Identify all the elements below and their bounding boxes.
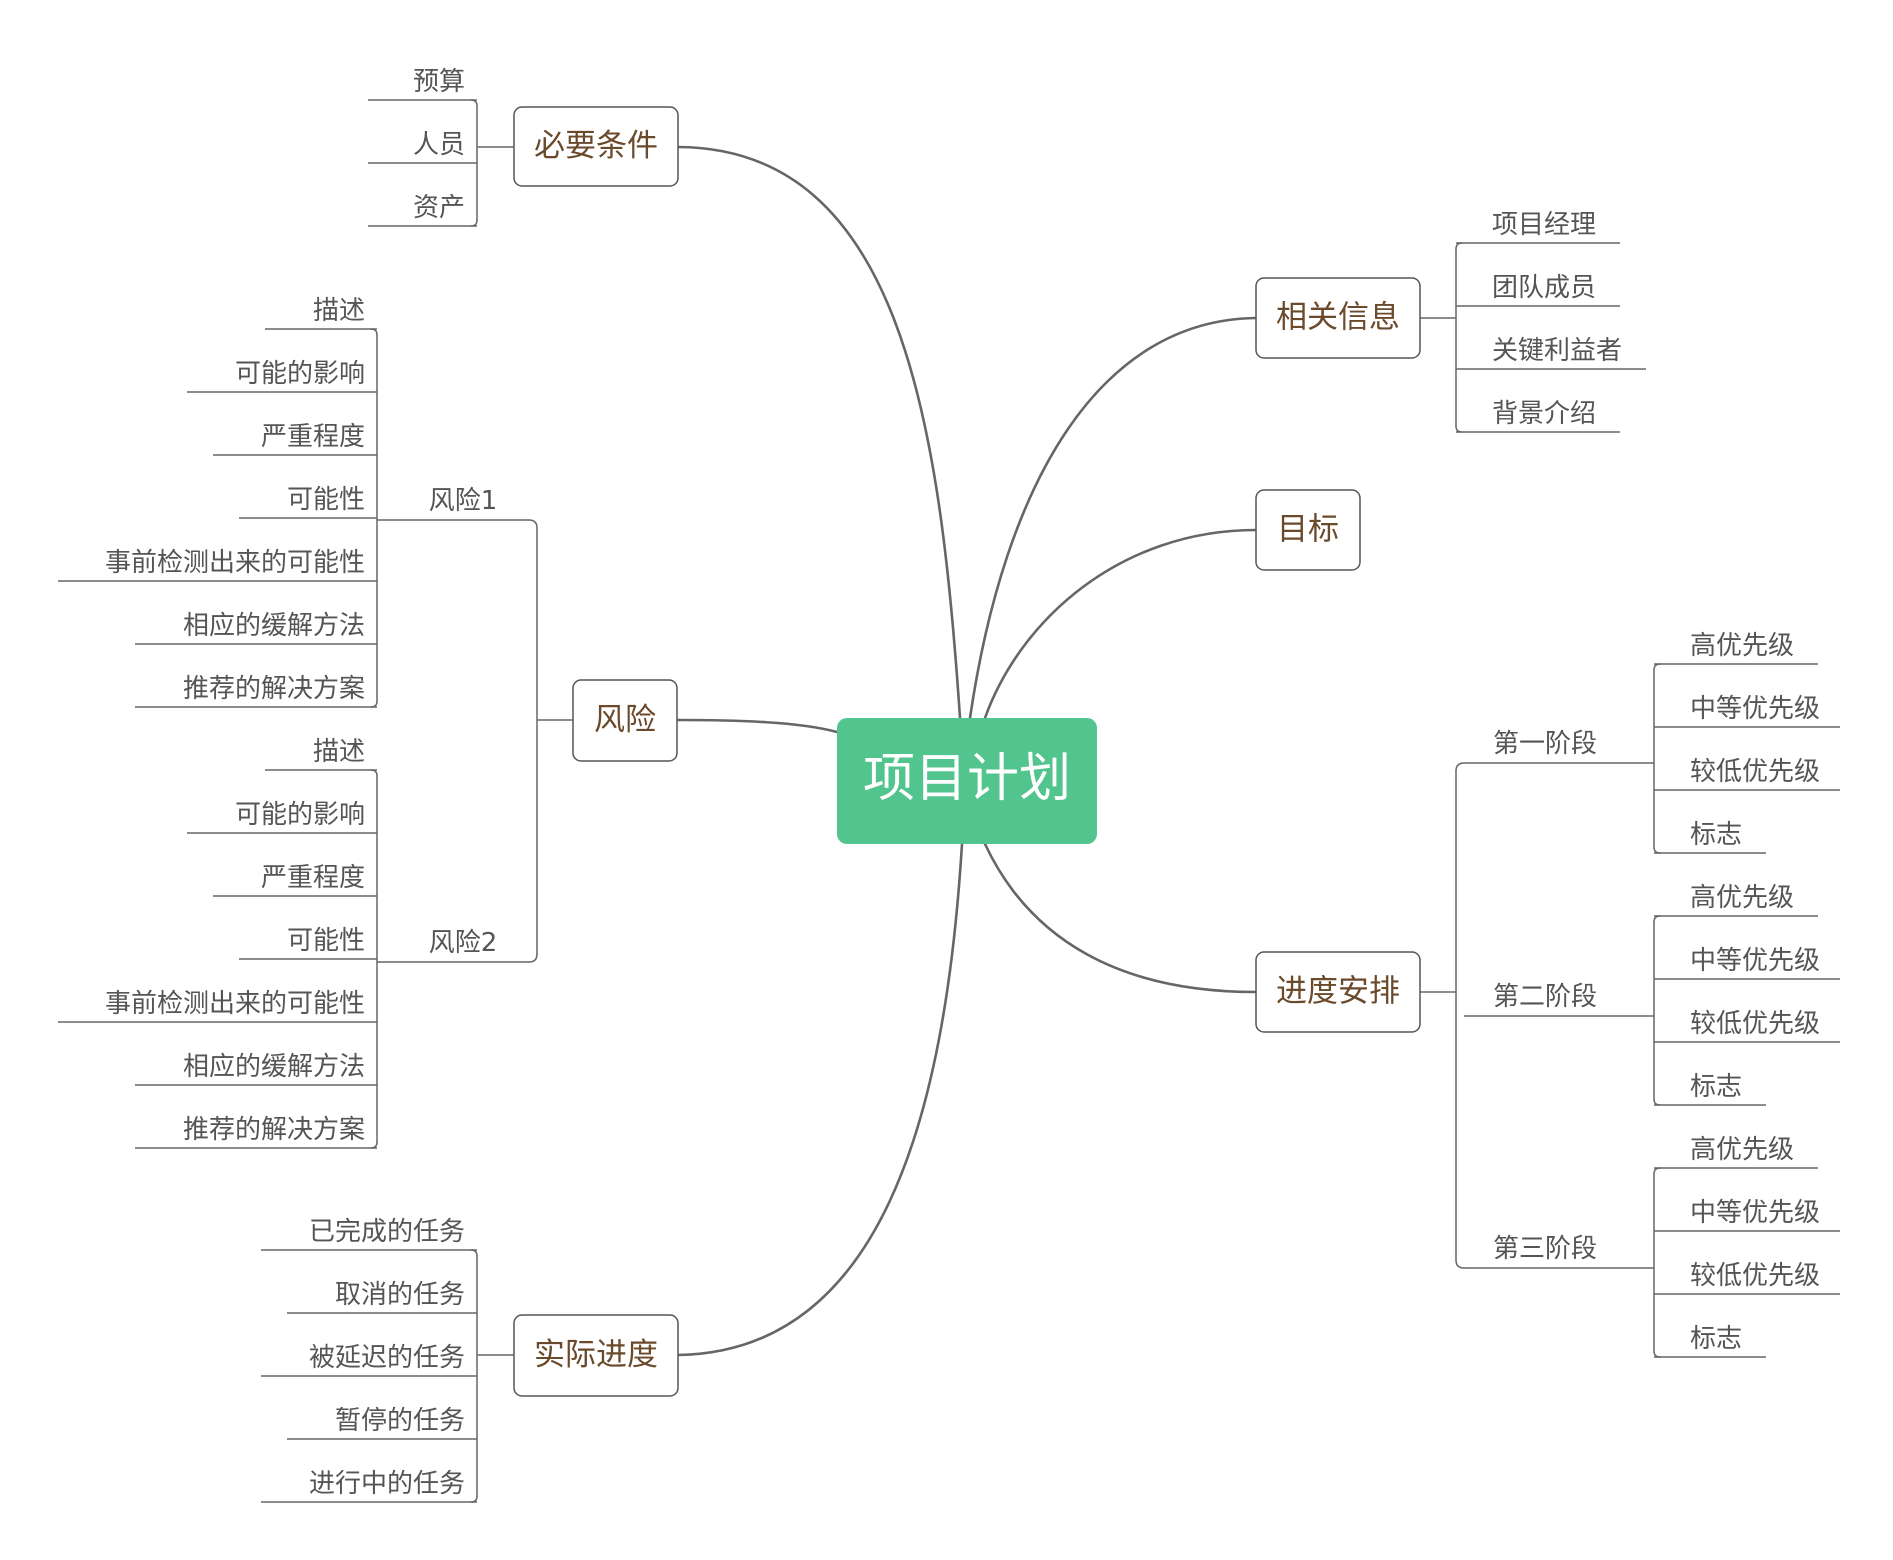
connector-goal bbox=[983, 528, 1258, 720]
phase-0-label[interactable]: 第一阶段 bbox=[1493, 729, 1597, 759]
leaf-risk-0-5[interactable]: 相应的缓解方法 bbox=[183, 611, 365, 641]
topic-goal-label: 目标 bbox=[1277, 512, 1339, 548]
connector-info bbox=[968, 316, 1258, 720]
leaf-risk-0-2[interactable]: 严重程度 bbox=[261, 422, 365, 452]
topic-prerequisites[interactable]: 必要条件 bbox=[513, 106, 679, 187]
risk-0-label[interactable]: 风险1 bbox=[429, 486, 498, 516]
leaf-progress-1[interactable]: 取消的任务 bbox=[335, 1280, 465, 1310]
root-topic[interactable]: 项目计划 bbox=[837, 718, 1097, 844]
leaf-progress-2[interactable]: 被延迟的任务 bbox=[309, 1343, 465, 1373]
phase-0-bracket-top bbox=[1653, 663, 1661, 671]
bracket-schedule-bottom bbox=[1455, 1259, 1465, 1269]
leaf-risk-1-6[interactable]: 推荐的解决方案 bbox=[183, 1115, 365, 1145]
leaf-phase-1-2[interactable]: 较低优先级 bbox=[1690, 1009, 1820, 1039]
risk-1-bracket-bottom bbox=[370, 1141, 378, 1149]
topic-risk-label: 风险 bbox=[594, 702, 656, 738]
leaf-risk-1-4[interactable]: 事前检测出来的可能性 bbox=[105, 989, 365, 1019]
topic-goal-box bbox=[1255, 489, 1361, 571]
leaf-phase-0-1[interactable]: 中等优先级 bbox=[1690, 694, 1820, 724]
bracket-info-bottom bbox=[1455, 425, 1463, 433]
topic-info-label: 相关信息 bbox=[1276, 300, 1400, 336]
topic-goal[interactable]: 目标 bbox=[1255, 489, 1361, 571]
leaf-info-2[interactable]: 关键利益者 bbox=[1492, 336, 1622, 366]
leaf-risk-0-1[interactable]: 可能的影响 bbox=[235, 359, 365, 389]
connector-schedule bbox=[983, 842, 1258, 994]
leaf-prerequisites-1[interactable]: 人员 bbox=[413, 130, 465, 160]
phase-2-bracket-bottom bbox=[1653, 1350, 1661, 1358]
connector-risk bbox=[675, 718, 839, 734]
leaf-phase-0-0[interactable]: 高优先级 bbox=[1690, 631, 1794, 661]
phase-1-label[interactable]: 第二阶段 bbox=[1493, 982, 1597, 1012]
leaf-risk-0-4[interactable]: 事前检测出来的可能性 bbox=[105, 548, 365, 578]
leaf-risk-1-2[interactable]: 严重程度 bbox=[261, 863, 365, 893]
bracket-progress-bottom bbox=[470, 1495, 478, 1503]
topic-nodes: 项目计划必要条件风险实际进度相关信息目标进度安排预算人员资产风险1描述可能的影响… bbox=[105, 67, 1820, 1499]
phase-1-bracket-top bbox=[1653, 915, 1661, 923]
leaf-phase-2-1[interactable]: 中等优先级 bbox=[1690, 1198, 1820, 1228]
bracket-info-top bbox=[1455, 242, 1463, 250]
leaf-risk-0-6[interactable]: 推荐的解决方案 bbox=[183, 674, 365, 704]
leaf-risk-1-0[interactable]: 描述 bbox=[313, 737, 365, 767]
leaf-progress-0[interactable]: 已完成的任务 bbox=[309, 1217, 465, 1247]
topic-prerequisites-box bbox=[513, 106, 679, 187]
bracket-progress-top bbox=[470, 1249, 478, 1257]
topic-prerequisites-label: 必要条件 bbox=[534, 128, 658, 164]
leaf-risk-1-5[interactable]: 相应的缓解方法 bbox=[183, 1052, 365, 1082]
leaf-phase-0-2[interactable]: 较低优先级 bbox=[1690, 757, 1820, 787]
leaf-phase-1-1[interactable]: 中等优先级 bbox=[1690, 946, 1820, 976]
topic-progress-label: 实际进度 bbox=[534, 1337, 658, 1373]
phase-1-bracket-bottom bbox=[1653, 1098, 1661, 1106]
root-topic-box bbox=[837, 718, 1097, 844]
bracket-risk-bottom bbox=[528, 953, 538, 963]
bracket-prerequisites-top bbox=[470, 99, 478, 107]
risk-1-label[interactable]: 风险2 bbox=[429, 928, 498, 958]
topic-risk[interactable]: 风险 bbox=[572, 679, 678, 762]
topic-info-box bbox=[1255, 277, 1421, 359]
leaf-phase-2-3[interactable]: 标志 bbox=[1690, 1324, 1742, 1354]
risk-0-bracket-bottom bbox=[370, 700, 378, 708]
leaf-progress-4[interactable]: 进行中的任务 bbox=[309, 1469, 465, 1499]
topic-risk-box bbox=[572, 679, 678, 762]
leaf-risk-0-0[interactable]: 描述 bbox=[313, 296, 365, 326]
root-topic-label: 项目计划 bbox=[863, 749, 1071, 809]
risk-1-bracket-top bbox=[370, 769, 378, 777]
bracket-risk-top bbox=[528, 519, 538, 529]
leaf-prerequisites-2[interactable]: 资产 bbox=[413, 193, 465, 223]
leaf-phase-2-0[interactable]: 高优先级 bbox=[1690, 1135, 1794, 1165]
leaf-phase-1-3[interactable]: 标志 bbox=[1690, 1072, 1742, 1102]
risk-0-bracket-top bbox=[370, 328, 378, 336]
phase-2-bracket-top bbox=[1653, 1167, 1661, 1175]
leaf-risk-1-3[interactable]: 可能性 bbox=[287, 926, 365, 956]
connector-prerequisites bbox=[676, 145, 962, 720]
leaf-progress-3[interactable]: 暂停的任务 bbox=[335, 1406, 465, 1436]
leaf-risk-1-1[interactable]: 可能的影响 bbox=[235, 800, 365, 830]
phase-2-label[interactable]: 第三阶段 bbox=[1493, 1234, 1597, 1264]
leaf-phase-1-0[interactable]: 高优先级 bbox=[1690, 883, 1794, 913]
leaf-info-0[interactable]: 项目经理 bbox=[1492, 210, 1596, 240]
bracket-prerequisites-bottom bbox=[470, 219, 478, 227]
leaf-info-1[interactable]: 团队成员 bbox=[1492, 273, 1596, 303]
topic-schedule-label: 进度安排 bbox=[1276, 974, 1400, 1010]
leaf-prerequisites-0[interactable]: 预算 bbox=[413, 67, 465, 97]
leaf-info-3[interactable]: 背景介绍 bbox=[1492, 399, 1596, 429]
topic-schedule-box bbox=[1255, 951, 1421, 1033]
topic-progress[interactable]: 实际进度 bbox=[513, 1314, 679, 1397]
topic-info[interactable]: 相关信息 bbox=[1255, 277, 1421, 359]
bracket-schedule-top bbox=[1455, 762, 1465, 772]
topic-progress-box bbox=[513, 1314, 679, 1397]
leaf-phase-0-3[interactable]: 标志 bbox=[1690, 820, 1742, 850]
leaf-risk-0-3[interactable]: 可能性 bbox=[287, 485, 365, 515]
phase-0-bracket-bottom bbox=[1653, 846, 1661, 854]
topic-schedule[interactable]: 进度安排 bbox=[1255, 951, 1421, 1033]
leaf-phase-2-2[interactable]: 较低优先级 bbox=[1690, 1261, 1820, 1291]
connector-lines bbox=[58, 99, 1840, 1503]
connector-progress bbox=[676, 842, 964, 1357]
